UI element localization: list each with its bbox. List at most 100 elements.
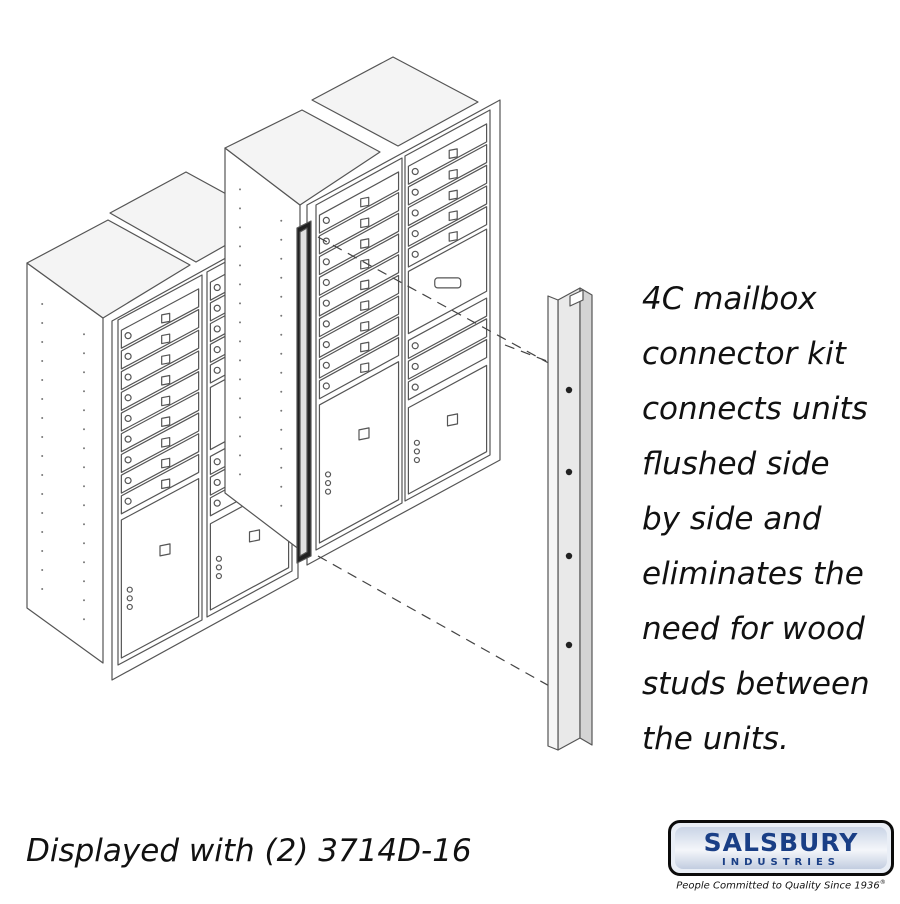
rivet-dot xyxy=(280,257,283,260)
rivet-dot xyxy=(41,379,44,381)
rivet-dot xyxy=(280,219,283,222)
lock-icon xyxy=(411,362,419,371)
description-line: 4C mailbox xyxy=(642,281,817,317)
lock-icon xyxy=(322,258,330,266)
compartment-door xyxy=(120,433,200,494)
lock-icon xyxy=(411,188,419,196)
lock-icon xyxy=(213,458,221,466)
parcel-nameplate-icon xyxy=(358,427,370,441)
lock-icon xyxy=(213,366,221,374)
nameplate-icon xyxy=(360,217,370,229)
rivet-dot xyxy=(280,295,283,298)
parcel-lock-icon xyxy=(215,572,222,580)
compartment-door xyxy=(407,144,488,206)
lock-icon xyxy=(322,299,330,307)
connector-face xyxy=(557,287,581,751)
rivet-dot xyxy=(280,504,283,507)
lock-icon xyxy=(322,382,330,390)
nameplate-icon xyxy=(448,231,458,242)
lock-icon xyxy=(411,230,419,238)
description-line: eliminates the xyxy=(642,556,864,592)
lock-icon xyxy=(213,499,221,507)
compartment-door xyxy=(407,185,488,247)
rivet-dot xyxy=(280,428,283,431)
lock-icon xyxy=(124,476,132,485)
compartment-door xyxy=(120,412,200,474)
rivet-dot xyxy=(239,454,241,457)
compartment-door xyxy=(318,295,400,358)
compartment-door xyxy=(120,453,200,515)
description-line: flushed side xyxy=(642,446,830,482)
rivet-dot xyxy=(280,276,283,279)
rivet-dot xyxy=(83,485,85,488)
compartment-door xyxy=(318,233,400,296)
parcel-lock-icon xyxy=(215,564,222,571)
rivet-dot xyxy=(83,428,85,431)
screw-hole-icon xyxy=(565,468,573,476)
compartment-door xyxy=(318,171,400,234)
rivet-dot xyxy=(83,542,85,545)
rivet-dot xyxy=(83,618,85,621)
rivet-dot xyxy=(239,283,241,286)
lock-icon xyxy=(213,283,221,292)
unit-top-left xyxy=(224,109,381,206)
tagline-text: People Committed to Quality Since 1936 xyxy=(676,880,880,892)
rivet-dot xyxy=(239,264,241,267)
rivet-dot xyxy=(41,588,44,590)
rivet-dot xyxy=(83,523,85,526)
connector-description: 4C mailbox connector kit connects units … xyxy=(642,272,892,767)
compartment-door xyxy=(407,206,488,268)
rivet-dot xyxy=(280,447,283,450)
rivet-dot xyxy=(41,512,44,514)
rivet-dot xyxy=(41,569,44,571)
description-line: need for wood xyxy=(642,611,865,647)
parcel-lock-icon xyxy=(126,603,133,611)
unit-side-panel xyxy=(224,147,301,551)
compartment-door xyxy=(120,391,200,453)
nameplate-icon xyxy=(161,312,171,324)
parcel-nameplate-icon xyxy=(248,529,261,543)
lock-icon xyxy=(124,435,132,443)
rivet-dot xyxy=(280,352,283,355)
description-line: connects units xyxy=(642,391,868,427)
rivet-dot xyxy=(280,371,283,374)
nameplate-icon xyxy=(360,300,370,311)
lock-icon xyxy=(124,497,132,505)
rivet-dot xyxy=(239,473,241,476)
nameplate-icon xyxy=(161,395,171,407)
compartment-door xyxy=(318,212,400,276)
parcel-locker-door xyxy=(120,478,200,659)
description-line: the units. xyxy=(642,721,789,757)
lock-icon xyxy=(411,383,419,391)
rivet-dot xyxy=(41,398,44,400)
display-caption: Displayed with (2) 3714D-16 xyxy=(26,833,472,869)
logo-brand: SALSBURY xyxy=(703,828,859,857)
nameplate-icon xyxy=(161,374,171,386)
parcel-locker-door xyxy=(407,364,488,495)
rivet-dot xyxy=(41,550,44,552)
nameplate-icon xyxy=(161,457,171,469)
rivet-dot xyxy=(83,352,85,355)
lock-icon xyxy=(411,209,419,217)
unit-side-panel xyxy=(26,262,104,664)
rivet-dot xyxy=(41,322,44,324)
lock-icon xyxy=(322,216,330,225)
rivet-dot xyxy=(83,409,85,412)
rivet-dot xyxy=(83,371,85,374)
nameplate-icon xyxy=(161,416,171,427)
rivet-dot xyxy=(83,466,85,469)
leader-line xyxy=(504,344,561,367)
compartment-door xyxy=(318,192,400,255)
rivet-dot xyxy=(41,493,44,495)
nameplate-icon xyxy=(448,189,458,201)
rivet-dot xyxy=(41,303,44,305)
parcel-nameplate-icon xyxy=(446,413,459,427)
leader-line xyxy=(317,236,566,373)
compartment-door xyxy=(120,371,200,432)
rivet-dot xyxy=(83,333,85,336)
rivet-dot xyxy=(83,390,85,393)
rivet-dot xyxy=(239,378,241,381)
rivet-dot xyxy=(239,340,241,343)
compartment-door xyxy=(407,297,488,359)
